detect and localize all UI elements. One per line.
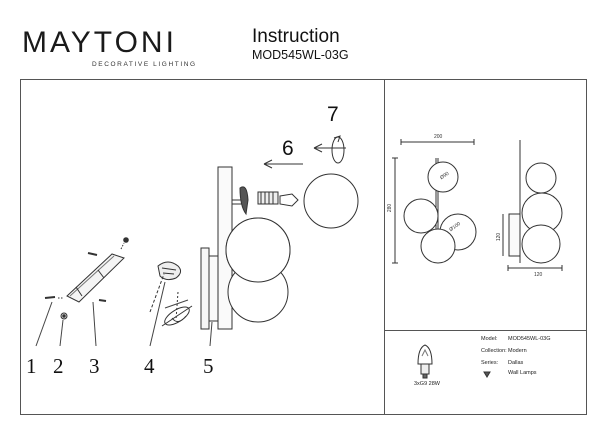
panel-divider xyxy=(384,79,385,415)
spec-model-value: MOD545WL-03G xyxy=(508,336,551,342)
document-title: Instruction xyxy=(252,26,340,47)
instruction-frame xyxy=(20,79,587,415)
dim-height: 280 xyxy=(387,203,394,213)
insert-bulb-arrow xyxy=(263,159,303,169)
dim-depth: 120 xyxy=(496,232,503,242)
rotate-globe-arrow xyxy=(313,135,346,164)
spec-collection-label: Collection: xyxy=(481,348,507,354)
part-number-2: 2 xyxy=(53,354,64,378)
part-number-4: 4 xyxy=(144,354,155,378)
part-number-3: 3 xyxy=(89,354,100,378)
bulb-spec: 3xG9 28W xyxy=(414,381,440,387)
mounting-bracket xyxy=(66,253,125,303)
front-view-drawing xyxy=(392,139,477,264)
bulb-icon xyxy=(417,344,433,379)
glass-globe xyxy=(303,173,359,229)
dim-width: 200 xyxy=(434,134,443,140)
part-leader-lines xyxy=(35,281,213,347)
spec-collection-value: Modern xyxy=(508,348,527,354)
brand-logo: MAYTONI xyxy=(22,26,177,59)
wall-lamp-icon xyxy=(483,371,491,378)
part-number-1: 1 xyxy=(26,354,37,378)
dim-depth-side: 120 xyxy=(534,272,543,278)
step-number-6: 6 xyxy=(282,137,294,160)
rotate-fixture-arrow xyxy=(161,305,193,327)
spec-model-label: Model: xyxy=(481,336,498,342)
wall-screws xyxy=(44,237,129,320)
spec-type-value: Wall Lamps xyxy=(508,370,537,376)
part-number-5: 5 xyxy=(203,354,214,378)
document-model-code: MOD545WL-03G xyxy=(252,48,349,62)
brand-tagline: DECORATIVE LIGHTING xyxy=(92,61,197,68)
spec-divider xyxy=(384,330,587,331)
wire-connector xyxy=(149,261,189,322)
side-view-drawing xyxy=(502,140,563,271)
spec-series-value: Dallas xyxy=(508,360,524,366)
wall-fixture-body xyxy=(200,166,299,330)
spec-series-label: Series: xyxy=(481,360,499,366)
step-number-7: 7 xyxy=(327,103,339,126)
